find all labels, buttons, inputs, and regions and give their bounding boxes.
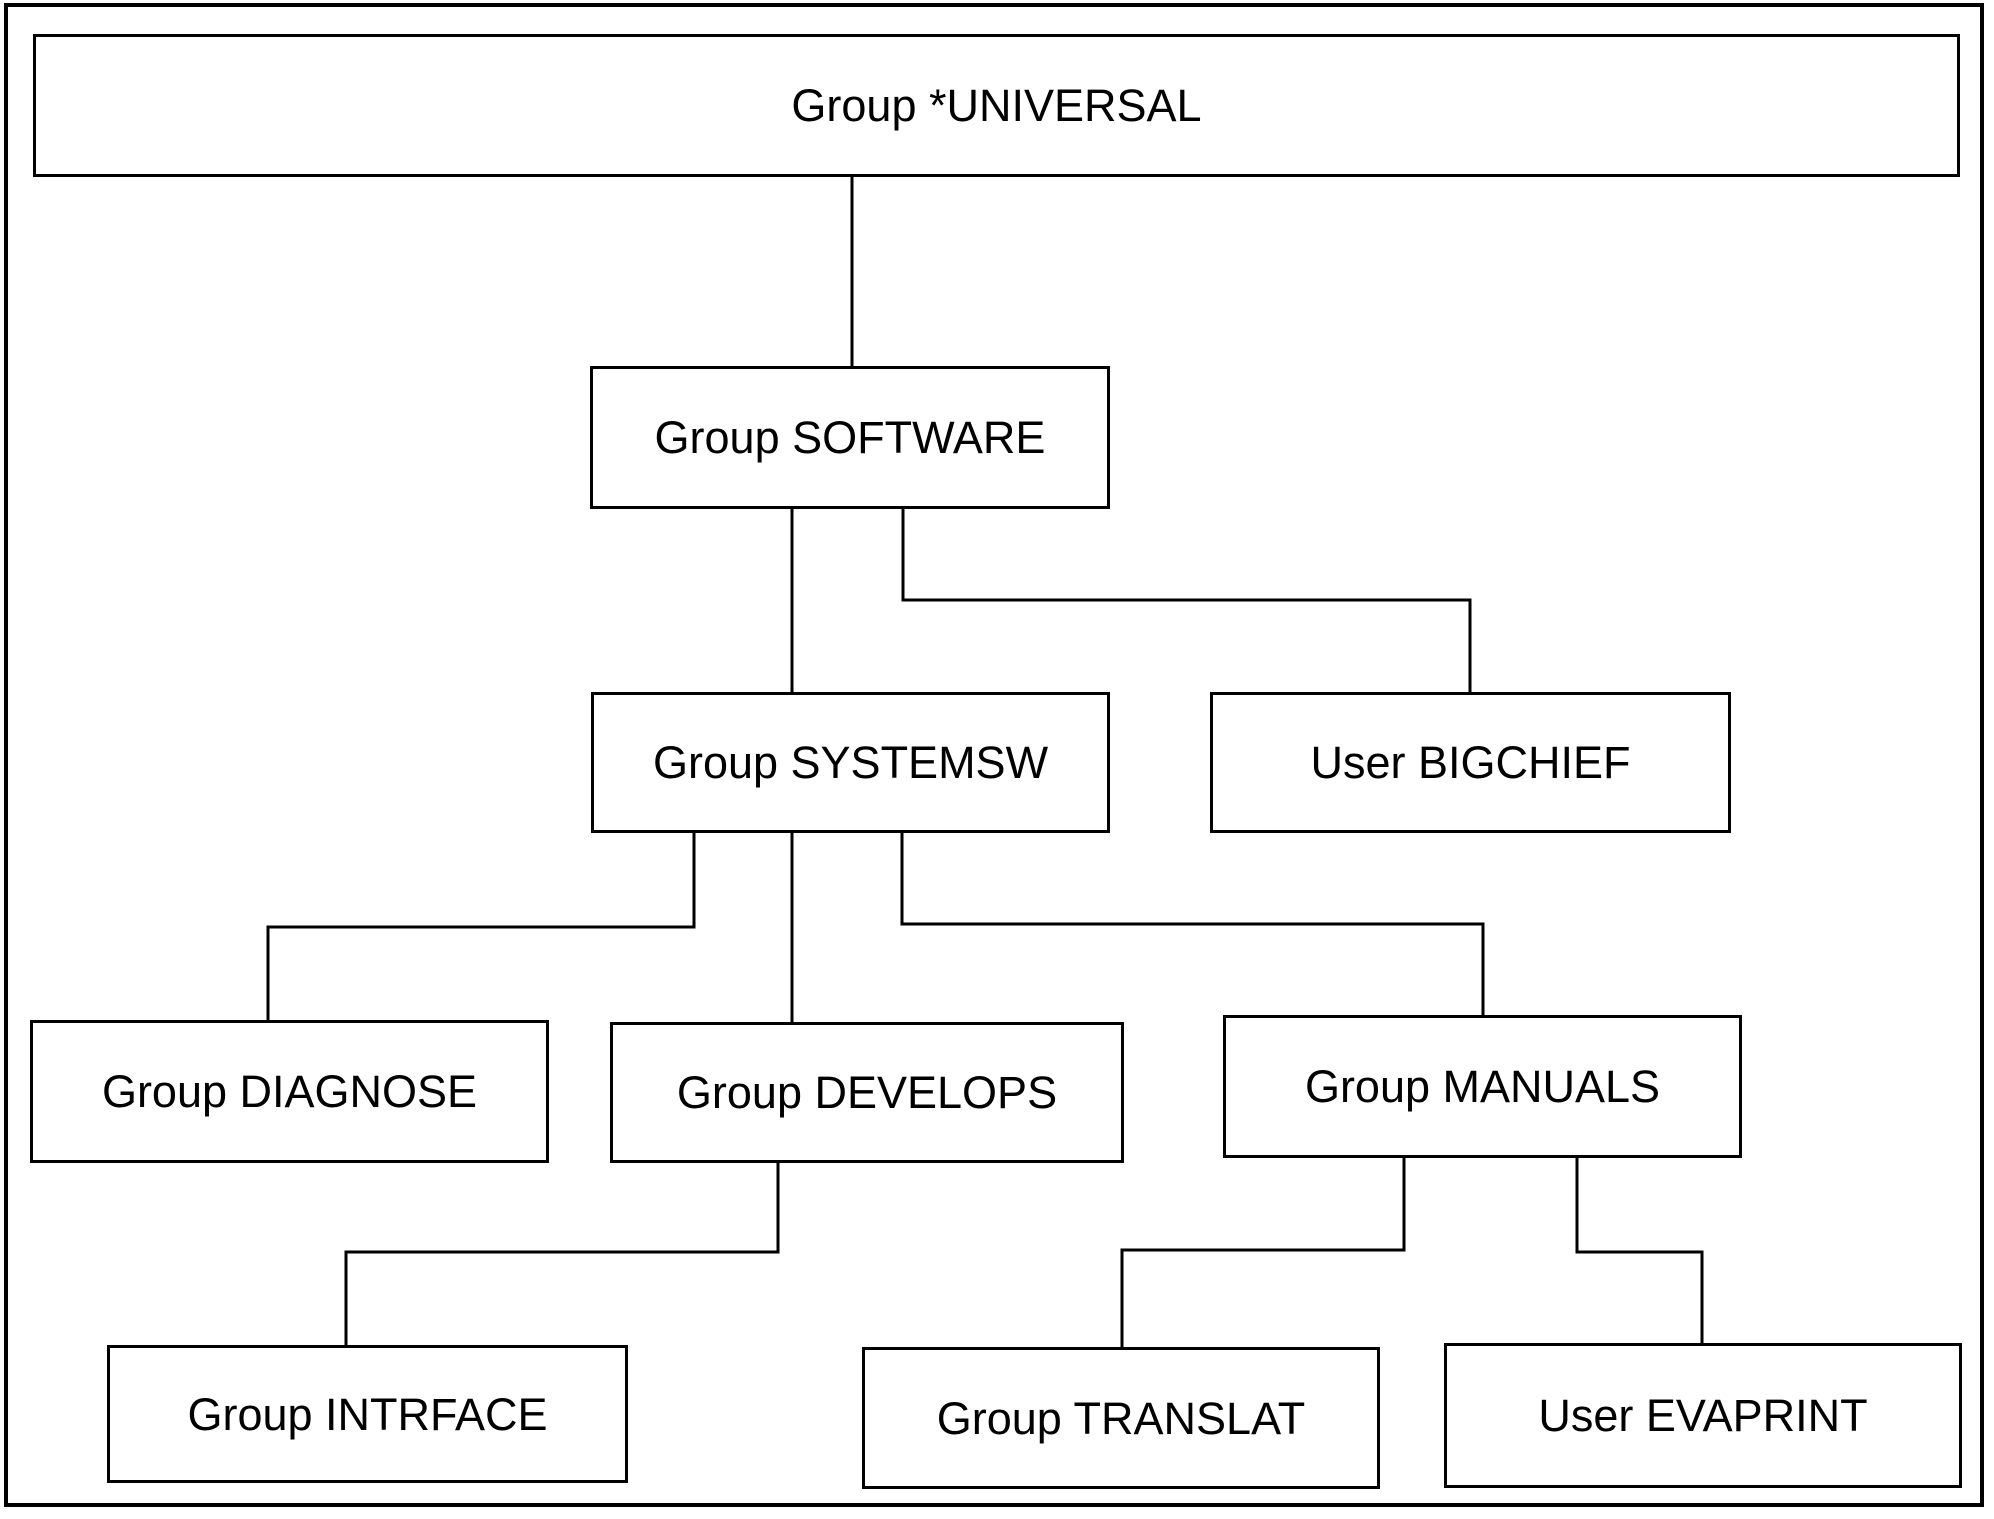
node-user-bigchief: User BIGCHIEF bbox=[1210, 692, 1731, 833]
node-group-manuals: Group MANUALS bbox=[1223, 1015, 1742, 1158]
node-group-diagnose: Group DIAGNOSE bbox=[30, 1020, 549, 1163]
node-group-universal: Group *UNIVERSAL bbox=[33, 34, 1960, 177]
node-label: Group DEVELOPS bbox=[676, 1067, 1058, 1118]
connector-systemsw-manuals bbox=[900, 833, 1485, 1015]
node-group-software: Group SOFTWARE bbox=[590, 366, 1110, 509]
node-group-intrface: Group INTRFACE bbox=[107, 1345, 628, 1483]
connector-software-bigchief bbox=[901, 509, 1472, 692]
node-label: Group SYSTEMSW bbox=[652, 737, 1049, 788]
connector-manuals-translat bbox=[1120, 1158, 1406, 1347]
node-label: Group INTRFACE bbox=[187, 1388, 548, 1440]
connector-systemsw-diagnose bbox=[266, 833, 696, 1020]
node-label: Group *UNIVERSAL bbox=[791, 80, 1202, 131]
node-group-develops: Group DEVELOPS bbox=[610, 1022, 1124, 1163]
connector-manuals-evaprint bbox=[1575, 1158, 1704, 1343]
node-group-translat: Group TRANSLAT bbox=[862, 1347, 1380, 1489]
node-label: Group SOFTWARE bbox=[654, 412, 1046, 463]
node-group-systemsw: Group SYSTEMSW bbox=[591, 692, 1110, 833]
connector-develops-intrface bbox=[344, 1163, 780, 1345]
node-user-evaprint: User EVAPRINT bbox=[1444, 1343, 1962, 1488]
node-label: User EVAPRINT bbox=[1538, 1390, 1868, 1441]
diagram-border bbox=[4, 3, 1984, 1507]
node-label: Group DIAGNOSE bbox=[101, 1066, 478, 1117]
node-label: Group TRANSLAT bbox=[936, 1392, 1306, 1444]
node-label: Group MANUALS bbox=[1304, 1061, 1661, 1112]
node-label: User BIGCHIEF bbox=[1310, 737, 1631, 788]
